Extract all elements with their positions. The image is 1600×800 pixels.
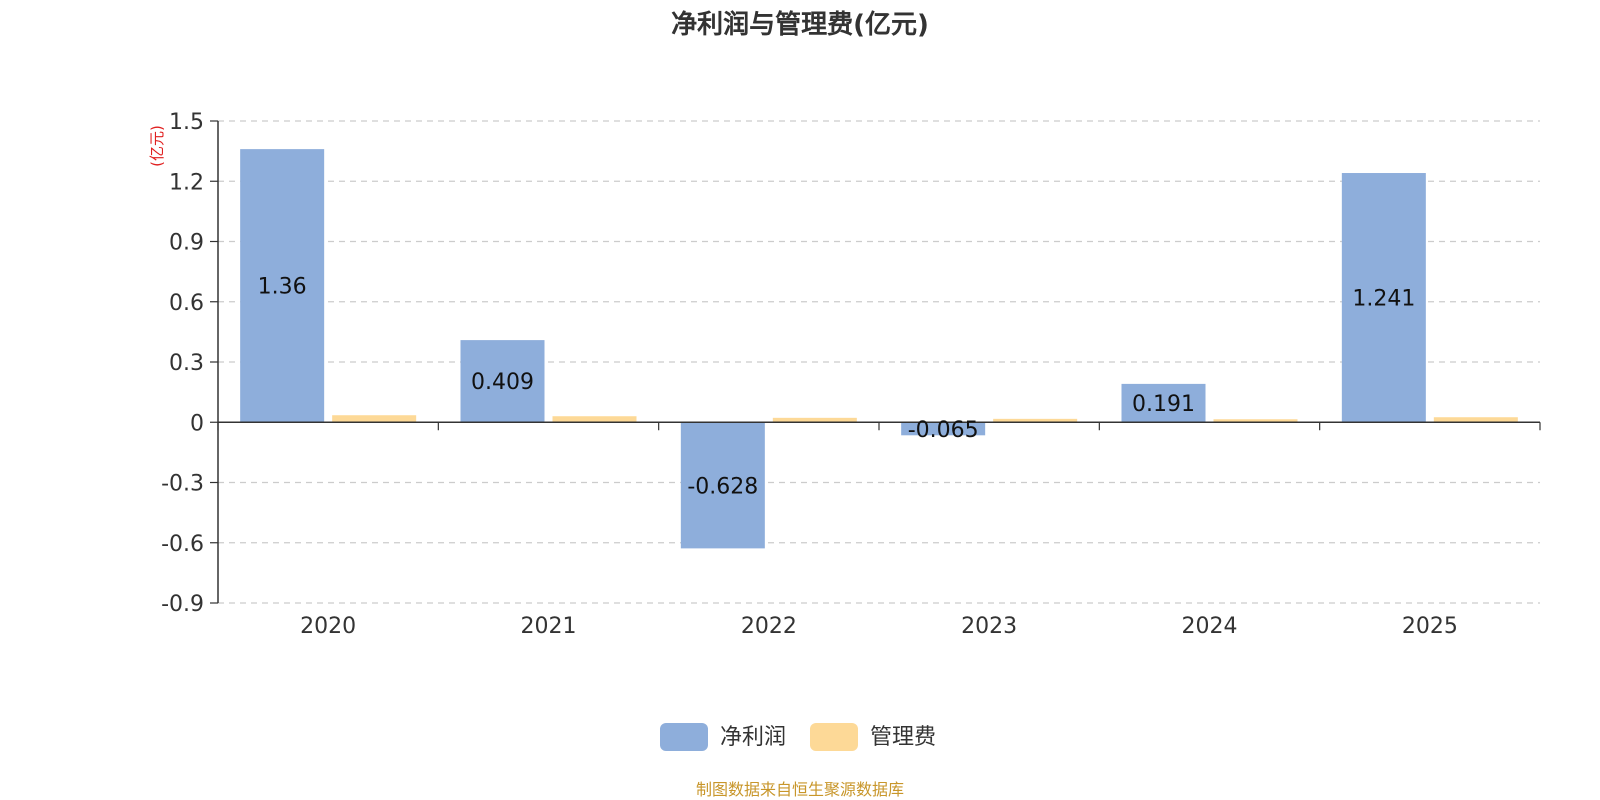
x-tick-label: 2020 — [300, 614, 356, 639]
x-tick-label: 2022 — [741, 614, 797, 639]
y-tick-label: -0.9 — [161, 592, 204, 617]
legend: 净利润 管理费 — [660, 723, 936, 751]
data-label: 1.36 — [258, 275, 307, 300]
y-tick-label: 0.3 — [169, 351, 204, 376]
legend-label: 管理费 — [870, 725, 936, 750]
y-tick-label: 0 — [190, 411, 204, 436]
axes: 1.5 1.2 0.9 0.6 0.3 0 -0.3 -0.6 -0.9 2020 2021 2022… — [161, 110, 1541, 639]
grid-lines — [218, 120, 1540, 604]
data-label: 0.409 — [471, 370, 534, 395]
chart-title: 净利润与管理费(亿元) — [671, 9, 929, 40]
data-labels: 1.36 0.409 -0.628 -0.065 0.191 1.241 — [258, 275, 1416, 500]
bar-净利润-2024 — [1121, 383, 1206, 423]
y-tick-label: 0.6 — [169, 291, 204, 316]
y-tick-label: -0.3 — [161, 472, 204, 497]
bar-管理费-2020 — [332, 415, 417, 423]
bar-管理费-2021 — [552, 416, 637, 423]
bar-净利润-2023 — [901, 422, 986, 436]
bar-管理费-2022 — [772, 417, 857, 423]
data-label: -0.065 — [908, 418, 979, 443]
y-tick-label: 1.5 — [169, 110, 204, 135]
bar-净利润-2025 — [1341, 173, 1426, 423]
y-tick-label: 1.2 — [169, 170, 204, 195]
source-note: 制图数据来自恒生聚源数据库 — [696, 780, 904, 799]
data-label: -0.628 — [687, 474, 758, 499]
legend-swatch-净利润 — [660, 723, 708, 751]
legend-swatch-管理费 — [810, 723, 858, 751]
bar-管理费-2024 — [1213, 419, 1298, 423]
y-axis-unit-label: (亿元) — [148, 125, 166, 167]
bar-管理费-2023 — [993, 418, 1078, 423]
y-tick-label: -0.6 — [161, 532, 204, 557]
x-tick-label: 2023 — [961, 614, 1017, 639]
y-tick-label: 0.9 — [169, 231, 204, 256]
bar-净利润-2022 — [680, 422, 765, 549]
bar-管理费-2025 — [1433, 417, 1518, 423]
x-tick-label: 2025 — [1402, 614, 1458, 639]
bars — [240, 149, 1518, 549]
legend-label: 净利润 — [720, 725, 786, 750]
bar-净利润-2021 — [460, 340, 545, 423]
data-label: 1.241 — [1352, 287, 1415, 312]
x-tick-label: 2024 — [1182, 614, 1238, 639]
x-tick-label: 2021 — [521, 614, 577, 639]
bar-净利润-2020 — [240, 149, 325, 423]
data-label: 0.191 — [1132, 392, 1195, 417]
